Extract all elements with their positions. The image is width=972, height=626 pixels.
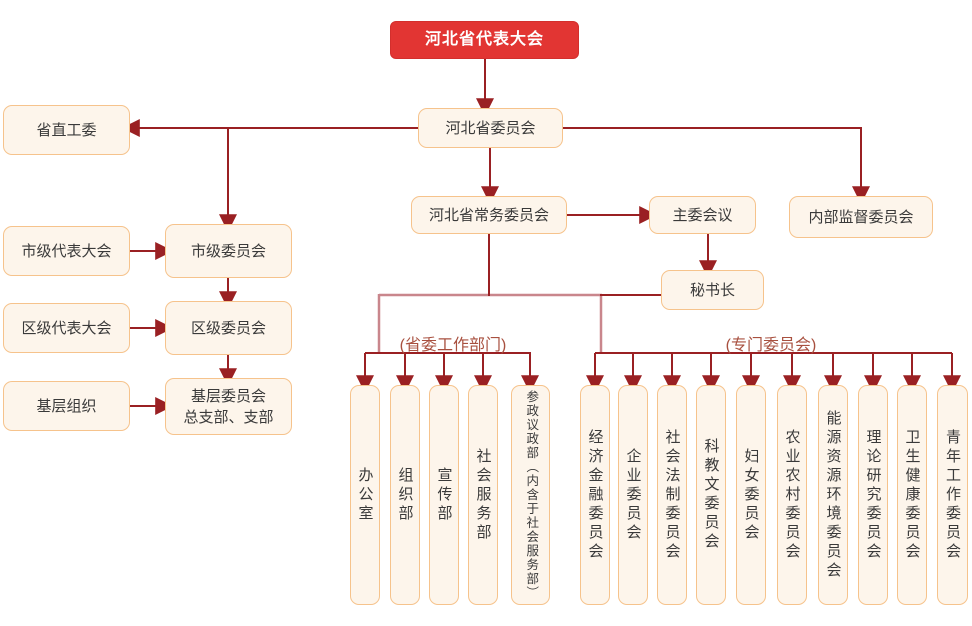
committee-box-science-education-culture: 科教文委员会 [696,385,726,605]
committee-box-enterprise: 企业委员会 [618,385,648,605]
department-label: 办公室 [356,466,374,524]
department-label: 社会服务部 [474,447,492,543]
node-provincial-committee: 河北省委员会 [418,108,563,148]
committee-box-economy-finance: 经济金融委员会 [580,385,610,605]
node-district-committee: 区级委员会 [165,301,292,355]
department-box-social-service: 社会服务部 [468,385,498,605]
node-provincial-direct-work-committee: 省直工委 [3,105,130,155]
node-city-committee: 市级委员会 [165,224,292,278]
department-box-publicity: 宣传部 [429,385,459,605]
department-label: 宣传部 [435,466,453,524]
committee-label: 能源资源环境委员会 [824,409,842,581]
committee-box-women: 妇女委员会 [736,385,766,605]
committee-label: 科教文委员会 [702,438,720,552]
committee-label: 妇女委员会 [742,447,760,543]
department-box-political-participation: 参政议政部（内含于社会服务部） [511,385,550,605]
rose-connectors [377,293,603,354]
label-committees-group: (专门委员会) [725,337,817,354]
committee-box-health: 卫生健康委员会 [897,385,927,605]
committee-box-agriculture-rural: 农业农村委员会 [777,385,807,605]
department-box-office: 办公室 [350,385,380,605]
committee-label: 农业农村委员会 [783,428,801,562]
committee-box-social-legal: 社会法制委员会 [657,385,687,605]
committee-label: 社会法制委员会 [663,428,681,562]
committee-box-energy-resources-environment: 能源资源环境委员会 [818,385,848,605]
committee-label: 企业委员会 [624,447,642,543]
committee-label: 卫生健康委员会 [903,428,921,562]
node-provincial-congress: 河北省代表大会 [390,21,579,59]
node-grassroots-committee: 基层委员会 总支部、支部 [165,378,292,435]
node-grassroots-org: 基层组织 [3,381,130,431]
node-district-congress: 区级代表大会 [3,303,130,353]
committee-label: 经济金融委员会 [586,428,604,562]
committee-box-youth-work: 青年工作委员会 [937,385,968,605]
tree-edges [121,59,961,415]
committee-label: 理论研究委员会 [864,428,882,562]
label-departments-group: (省委工作部门) [399,337,507,354]
node-internal-supervision-committee: 内部监督委员会 [789,196,933,238]
node-standing-committee: 河北省常务委员会 [411,196,567,234]
committee-box-theory-research: 理论研究委员会 [858,385,888,605]
department-box-organization: 组织部 [390,385,420,605]
committee-label: 青年工作委员会 [944,428,961,562]
department-label: 组织部 [396,466,414,524]
department-label: 参政议政部（内含于社会服务部） [524,390,539,600]
node-city-congress: 市级代表大会 [3,226,130,276]
node-chief-committee-meeting: 主委会议 [649,196,756,234]
node-secretary-general: 秘书长 [661,270,764,310]
